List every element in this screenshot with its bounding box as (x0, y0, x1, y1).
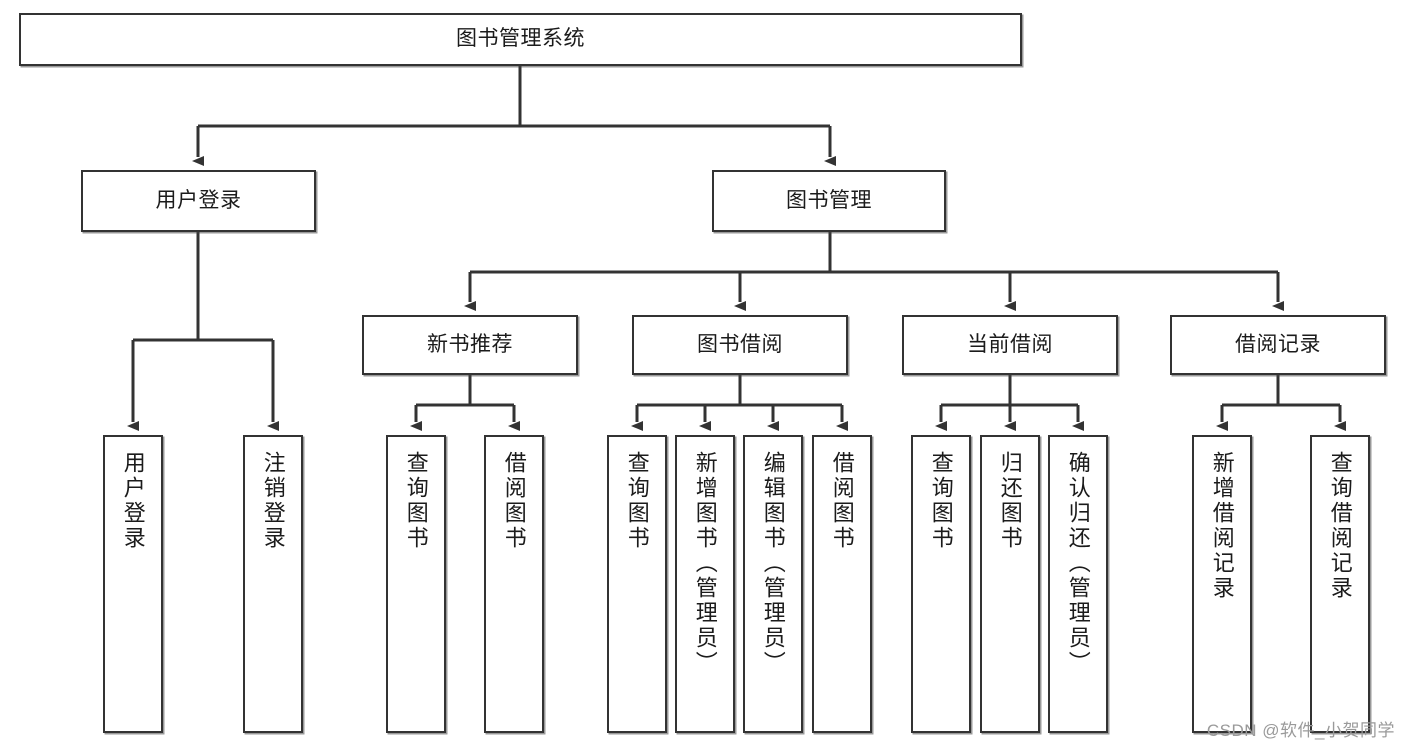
node-root-system[interactable]: 图书管理系统 (19, 13, 1022, 66)
edges-newbook-to-leaves (410, 375, 520, 431)
node-label: 确认归还（管理员） (1065, 451, 1091, 676)
node-label: 新书推荐 (427, 332, 513, 356)
edges-borrow-to-leaves (631, 375, 848, 431)
edges-root-to-level1 (192, 66, 836, 166)
leaf-current-query-book[interactable]: 查询图书 (911, 435, 971, 733)
edges-current-to-leaves (935, 375, 1084, 431)
node-label: 图书管理 (786, 188, 872, 212)
leaf-current-return-book[interactable]: 归还图书 (980, 435, 1040, 733)
node-label: 查询借阅记录 (1327, 451, 1353, 601)
leaf-user-login-logout[interactable]: 注销登录 (243, 435, 303, 733)
leaf-user-login-login[interactable]: 用户登录 (103, 435, 163, 733)
node-new-book-recommend[interactable]: 新书推荐 (362, 315, 578, 375)
node-label: 注销登录 (260, 451, 286, 551)
edges-userlogin-to-leaves (127, 232, 279, 431)
leaf-borrow-query-book[interactable]: 查询图书 (607, 435, 667, 733)
node-label: 用户登录 (155, 188, 242, 212)
node-label: 借阅图书 (501, 451, 527, 551)
node-borrow-record[interactable]: 借阅记录 (1170, 315, 1386, 375)
leaf-recommend-query-book[interactable]: 查询图书 (386, 435, 446, 733)
node-label: 新增图书（管理员） (692, 451, 718, 676)
edges-bookmgmt-to-level2 (464, 232, 1284, 311)
watermark-text: CSDN @软件_小贺同学 (1206, 721, 1395, 740)
node-label: 新增借阅记录 (1209, 451, 1235, 601)
node-label: 图书管理系统 (456, 27, 585, 51)
node-label: 用户登录 (120, 451, 146, 551)
leaf-current-confirm-return-admin[interactable]: 确认归还（管理员） (1048, 435, 1108, 733)
node-label: 归还图书 (997, 451, 1023, 551)
node-label: 查询图书 (928, 451, 954, 551)
node-label: 图书借阅 (697, 332, 783, 356)
leaf-record-query-record[interactable]: 查询借阅记录 (1310, 435, 1370, 733)
leaf-record-add-record[interactable]: 新增借阅记录 (1192, 435, 1252, 733)
node-label: 借阅记录 (1235, 332, 1321, 356)
node-label: 编辑图书（管理员） (760, 451, 786, 676)
node-book-borrow[interactable]: 图书借阅 (632, 315, 848, 375)
edges-record-to-leaves (1216, 375, 1346, 431)
leaf-borrow-edit-book-admin[interactable]: 编辑图书（管理员） (743, 435, 803, 733)
node-current-borrow[interactable]: 当前借阅 (902, 315, 1118, 375)
node-label: 当前借阅 (967, 332, 1053, 356)
leaf-recommend-borrow-book[interactable]: 借阅图书 (484, 435, 544, 733)
leaf-borrow-add-book-admin[interactable]: 新增图书（管理员） (675, 435, 735, 733)
node-label: 查询图书 (403, 451, 429, 551)
node-book-management[interactable]: 图书管理 (712, 170, 946, 232)
node-user-login[interactable]: 用户登录 (81, 170, 316, 232)
node-label: 借阅图书 (829, 451, 855, 551)
node-label: 查询图书 (624, 451, 650, 551)
leaf-borrow-borrow-book[interactable]: 借阅图书 (812, 435, 872, 733)
